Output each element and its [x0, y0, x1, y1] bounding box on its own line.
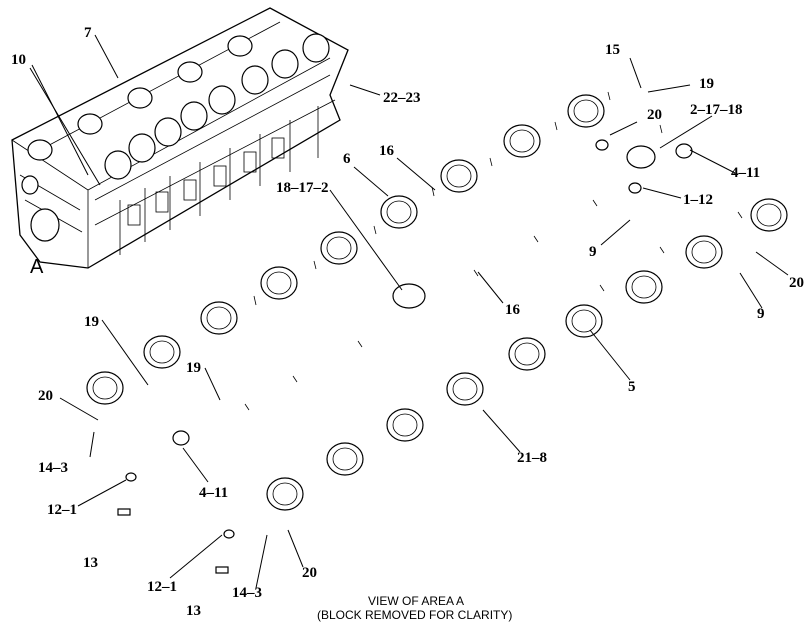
callout-1-12: 1–12 [683, 192, 713, 208]
callout-16-mid: 16 [505, 302, 521, 318]
callout-12-1-bottom: 12–1 [147, 579, 177, 595]
callout-10: 10 [11, 52, 26, 68]
caption-line-2: (BLOCK REMOVED FOR CLARITY) [317, 608, 512, 622]
callout-20-top: 20 [647, 107, 662, 123]
callout-labels: 7 10 22–23 15 19 20 2–17–18 6 16 4–11 18… [11, 25, 804, 619]
callout-20-bottom: 20 [302, 565, 317, 581]
callout-13-left: 13 [83, 555, 98, 571]
caption-line-1: VIEW OF AREA A [368, 594, 464, 608]
callout-18-17-2: 18–17–2 [276, 180, 329, 196]
engine-block [11, 7, 349, 269]
main-bearing-caps [86, 91, 788, 574]
callout-5: 5 [628, 379, 636, 395]
callout-14-3-bottom: 14–3 [232, 585, 262, 601]
callout-22-23: 22–23 [383, 90, 421, 106]
leader-lines [29, 34, 789, 589]
callout-19-top: 19 [699, 76, 714, 92]
callout-9-right: 9 [757, 306, 765, 322]
callout-20-right: 20 [789, 275, 804, 291]
block-ribs [119, 106, 319, 255]
cylinder-bores [27, 33, 330, 180]
callout-15: 15 [605, 42, 620, 58]
callout-4-11-right: 4–11 [731, 165, 760, 181]
callout-4-11-left: 4–11 [199, 485, 228, 501]
callout-13-bottom: 13 [186, 603, 201, 619]
callout-19-mid: 19 [186, 360, 201, 376]
callout-14-3-left: 14–3 [38, 460, 68, 476]
callout-6: 6 [343, 151, 351, 167]
callout-19-left: 19 [84, 314, 99, 330]
callout-16-top: 16 [379, 143, 395, 159]
callout-7: 7 [84, 25, 92, 41]
view-caption: VIEW OF AREA A (BLOCK REMOVED FOR CLARIT… [317, 594, 512, 622]
callout-12-1-left: 12–1 [47, 502, 77, 518]
callout-2-17-18: 2–17–18 [690, 102, 743, 118]
view-letter: A [30, 256, 44, 278]
callout-9-mid: 9 [589, 244, 597, 260]
callout-20-left: 20 [38, 388, 53, 404]
callout-21-8: 21–8 [517, 450, 547, 466]
